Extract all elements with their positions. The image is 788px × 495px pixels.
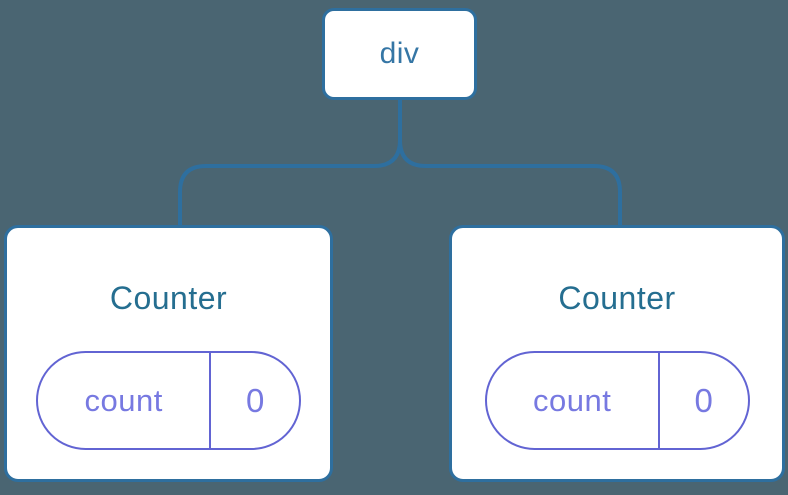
state-value-label: 0 [246,381,265,419]
state-pill: count 0 [484,351,750,450]
root-node-label: div [379,37,420,70]
counter-node-label: Counter [558,280,676,316]
state-key-label: count [533,382,612,418]
counter-node-right: Counter count 0 [449,225,785,482]
root-node-div: div [322,8,477,100]
state-value-cell: 0 [660,353,748,448]
connector-root-to-right-child [398,100,622,226]
state-key-label: count [84,382,163,418]
counter-node-left: Counter count 0 [4,225,333,482]
counter-node-label: Counter [109,280,228,316]
state-value-cell: 0 [211,353,299,448]
state-pill: count 0 [36,351,301,450]
state-key-cell: count [38,353,212,448]
state-key-cell: count [487,353,660,448]
state-value-label: 0 [694,381,713,419]
connector-root-to-left-child [178,100,402,226]
